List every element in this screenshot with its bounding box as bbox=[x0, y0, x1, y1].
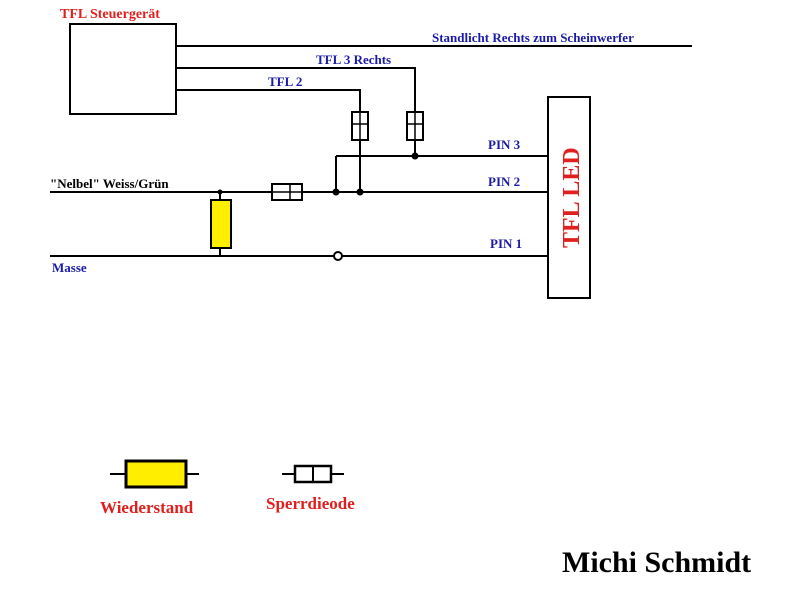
junction-dot bbox=[332, 188, 340, 196]
standlicht-label: Standlicht Rechts zum Scheinwerfer bbox=[432, 30, 634, 45]
junction-dot bbox=[356, 188, 364, 196]
author-signature: Michi Schmidt bbox=[562, 546, 751, 579]
pin3-label: PIN 3 bbox=[488, 137, 521, 152]
control-unit-box bbox=[69, 23, 177, 115]
diode-tfl2 bbox=[351, 111, 369, 141]
pin1-label: PIN 1 bbox=[490, 236, 522, 251]
tfl2-label: TFL 2 bbox=[268, 74, 302, 89]
tfl3-label: TFL 3 Rechts bbox=[316, 52, 391, 67]
masse-splice bbox=[333, 251, 343, 261]
tfl-led-label: TFL LED bbox=[559, 147, 585, 248]
masse-label: Masse bbox=[52, 260, 87, 275]
junction-dot bbox=[411, 152, 419, 160]
resistor-body bbox=[210, 199, 232, 249]
diode-nebel bbox=[271, 183, 303, 201]
legend-resistor-symbol bbox=[110, 459, 199, 489]
junction-dot bbox=[217, 189, 223, 195]
pin2-label: PIN 2 bbox=[488, 174, 520, 189]
tfl3-wire bbox=[176, 67, 416, 112]
tfl2-wire bbox=[176, 89, 361, 112]
legend-resistor-label: Wiederstand bbox=[100, 498, 194, 517]
legend-diode-symbol bbox=[282, 464, 344, 484]
diode-tfl3 bbox=[406, 111, 424, 141]
nebel-label-quote: "Nelbel" Weiss/Grün bbox=[50, 176, 169, 191]
control-unit-label: TFL Steuergerät bbox=[60, 7, 160, 22]
legend-diode-label: Sperrdieode bbox=[266, 494, 355, 513]
tfl-led-box bbox=[547, 96, 591, 299]
